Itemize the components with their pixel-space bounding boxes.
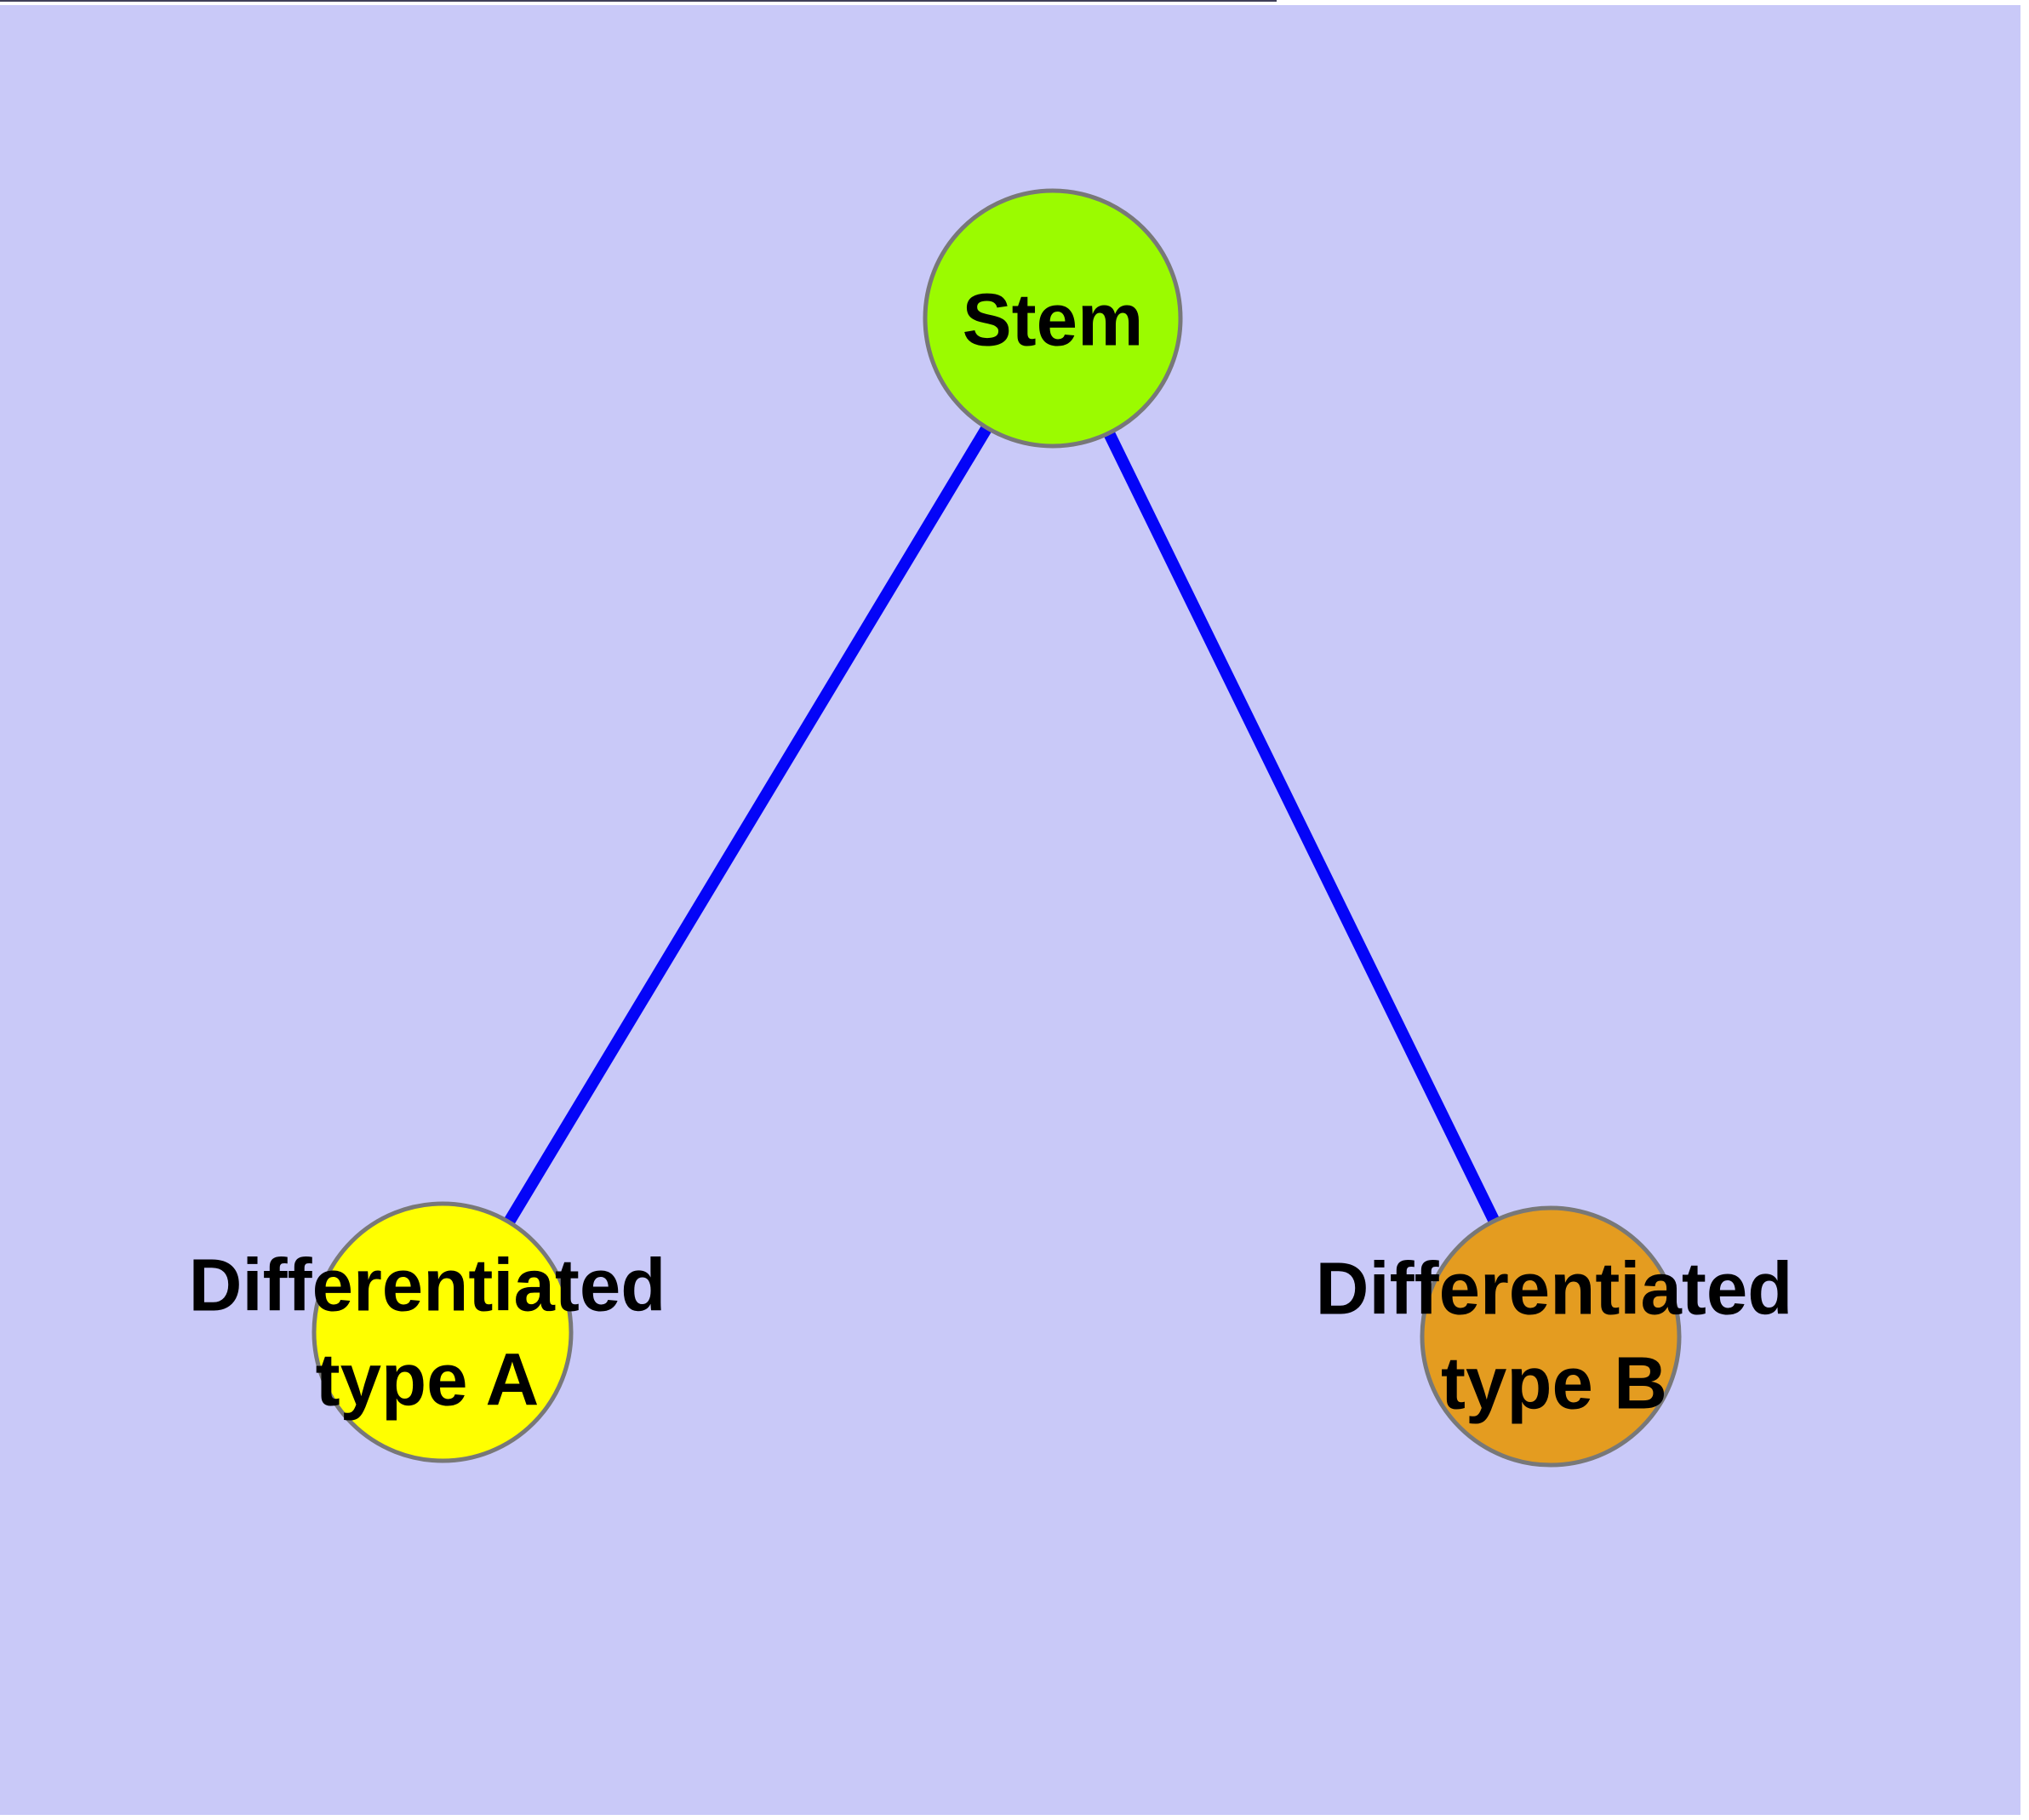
edge-stem-to-type-b xyxy=(1047,315,1557,1340)
node-type-a-label: Differentiated type A xyxy=(188,1244,666,1422)
node-stem-circle xyxy=(923,188,1183,449)
edge-stem-to-type-a xyxy=(437,315,1058,1336)
node-type-a-circle xyxy=(311,1201,574,1463)
node-stem-label: Stem xyxy=(962,278,1144,362)
window-top-edge-line xyxy=(0,0,1277,2)
node-type-b-circle xyxy=(1420,1205,1682,1468)
node-type-b-label: Differentiated type B xyxy=(1315,1247,1793,1425)
